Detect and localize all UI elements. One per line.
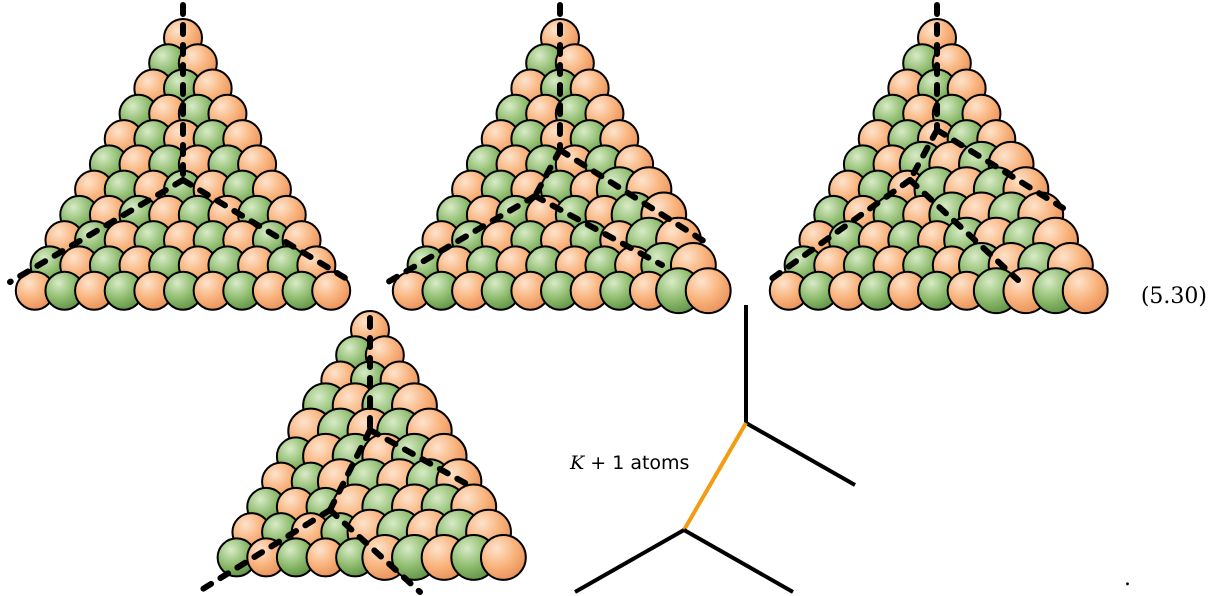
dashed-axis (907, 127, 940, 183)
dashed-axis (327, 427, 373, 513)
dashed-axis (195, 507, 333, 595)
dashed-axis (557, 147, 713, 248)
atom (479, 534, 527, 581)
dashed-axis (532, 193, 665, 268)
panel-4 (195, 310, 527, 595)
trailing-period: . (1124, 566, 1131, 591)
dashed-axis (327, 507, 423, 595)
dashed-axis (532, 147, 563, 199)
panel-3 (764, 2, 1109, 315)
dashed-axis (180, 177, 355, 285)
dashed-axis (385, 193, 538, 285)
equation-number: (5.30) (1140, 284, 1207, 309)
dashed-axis (907, 177, 1021, 283)
panel-5-trivalent-graph (574, 305, 856, 594)
graph-edge-lower-right (683, 528, 794, 594)
dashed-axis (764, 177, 913, 285)
atom (684, 267, 732, 315)
atom (311, 270, 352, 311)
panel-1 (7, 2, 355, 311)
graph-edge-orange-middle (682, 421, 748, 532)
atom (1061, 267, 1109, 315)
label-rest: + 1 atoms (584, 452, 690, 474)
panel-2 (385, 2, 732, 315)
graph-edge-lower-left (574, 528, 685, 594)
dashed-axis (7, 177, 186, 285)
dashed-axis (367, 427, 477, 491)
edge-label: K + 1 atoms (570, 452, 689, 474)
label-variable: K (570, 452, 585, 474)
graph-edge-upper-right (745, 421, 856, 487)
dashed-axis (934, 127, 1066, 211)
